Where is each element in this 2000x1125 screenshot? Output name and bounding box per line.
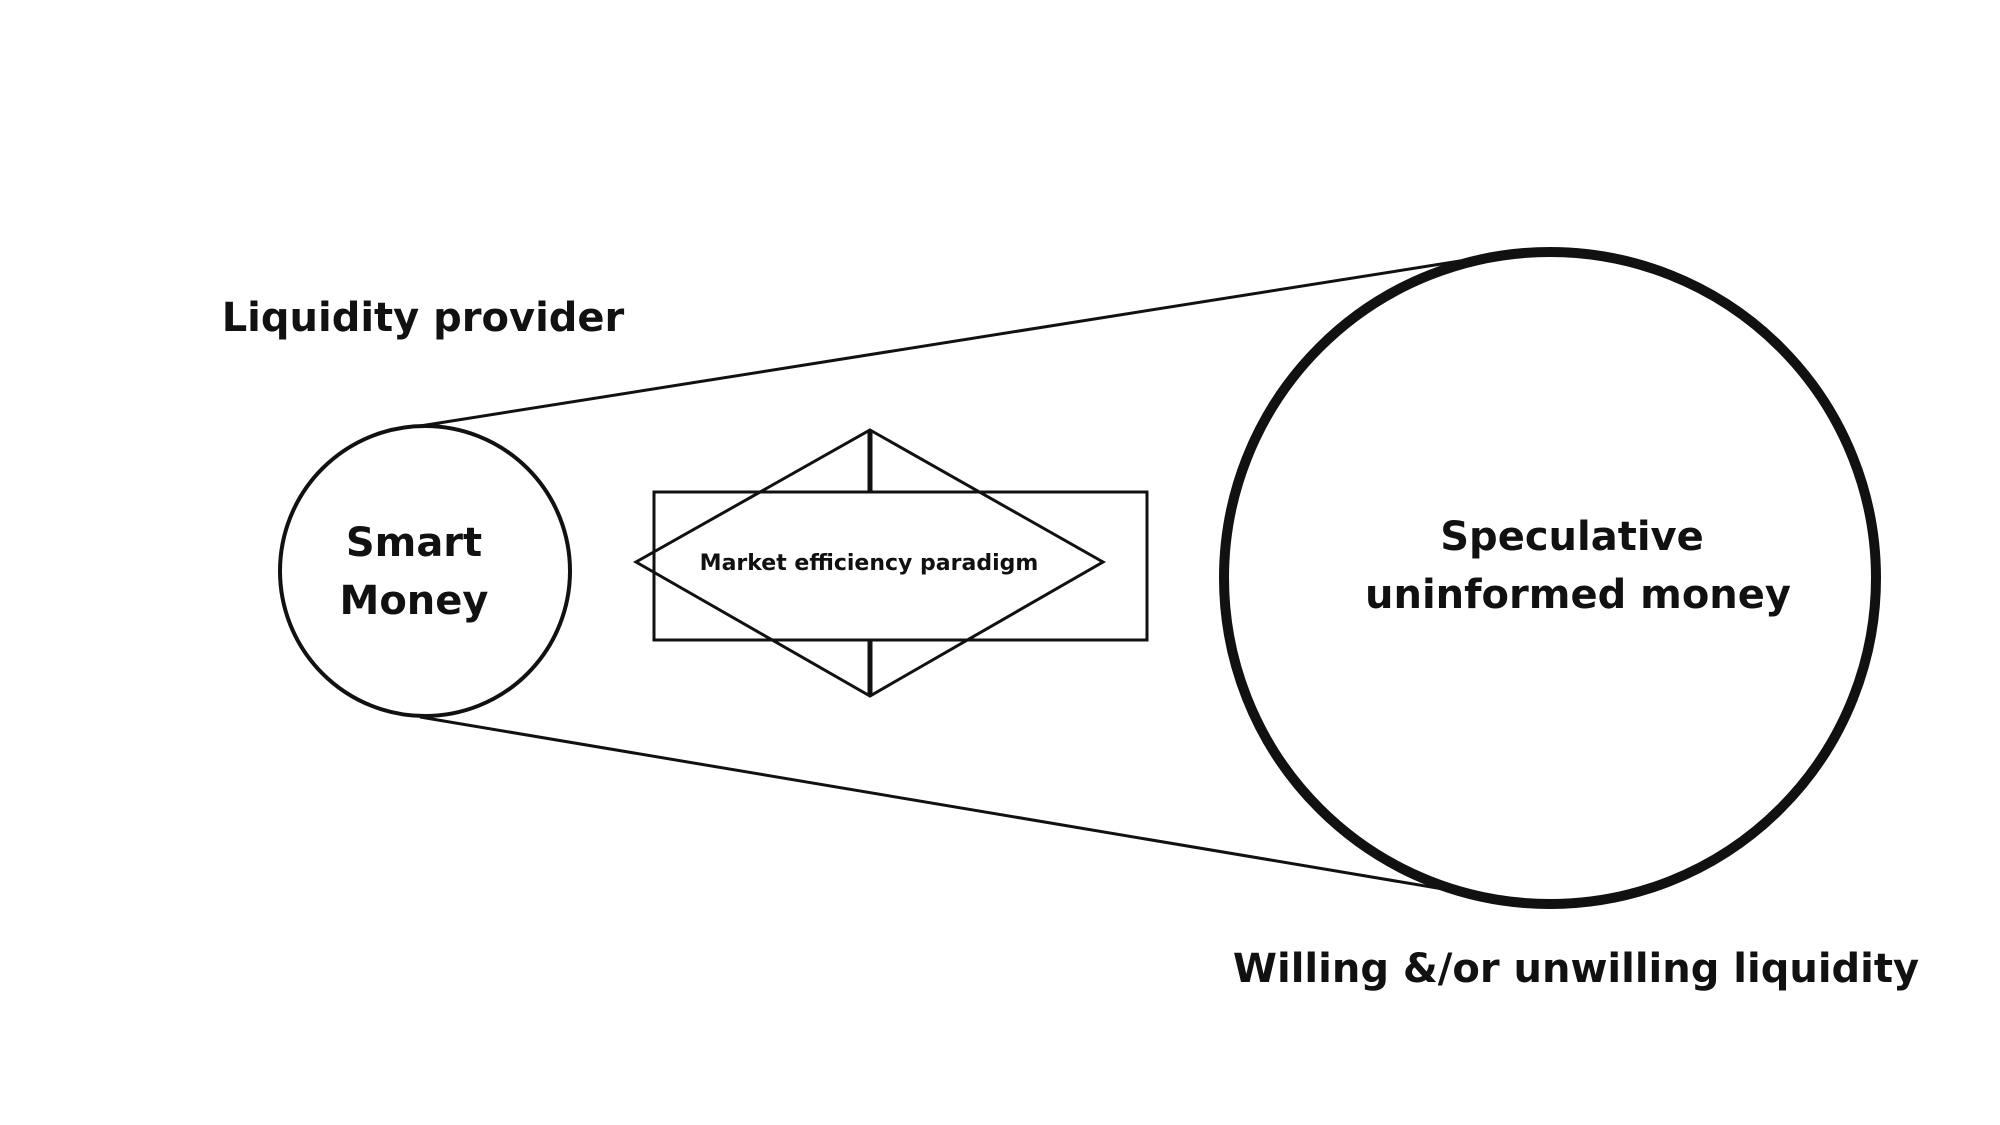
smart-money-circle <box>278 424 572 718</box>
willing-liquidity-label: Willing &/or unwilling liquidity <box>1233 946 1919 992</box>
upper-connector-line <box>419 259 1461 428</box>
speculative-money-circle <box>1219 247 1881 909</box>
smart-money-label-line1: Smart <box>346 520 482 566</box>
market-efficiency-rectangle <box>652 490 1149 642</box>
speculative-label-line1: Speculative <box>1440 514 1704 560</box>
smart-money-label-line2: Money <box>340 578 489 624</box>
market-efficiency-shape <box>632 428 1149 698</box>
lower-connector-line <box>419 715 1456 893</box>
market-efficiency-label: Market efficiency paradigm <box>700 551 1039 576</box>
speculative-label-line2: uninformed money <box>1365 572 1791 618</box>
liquidity-provider-label: Liquidity provider <box>222 295 625 341</box>
